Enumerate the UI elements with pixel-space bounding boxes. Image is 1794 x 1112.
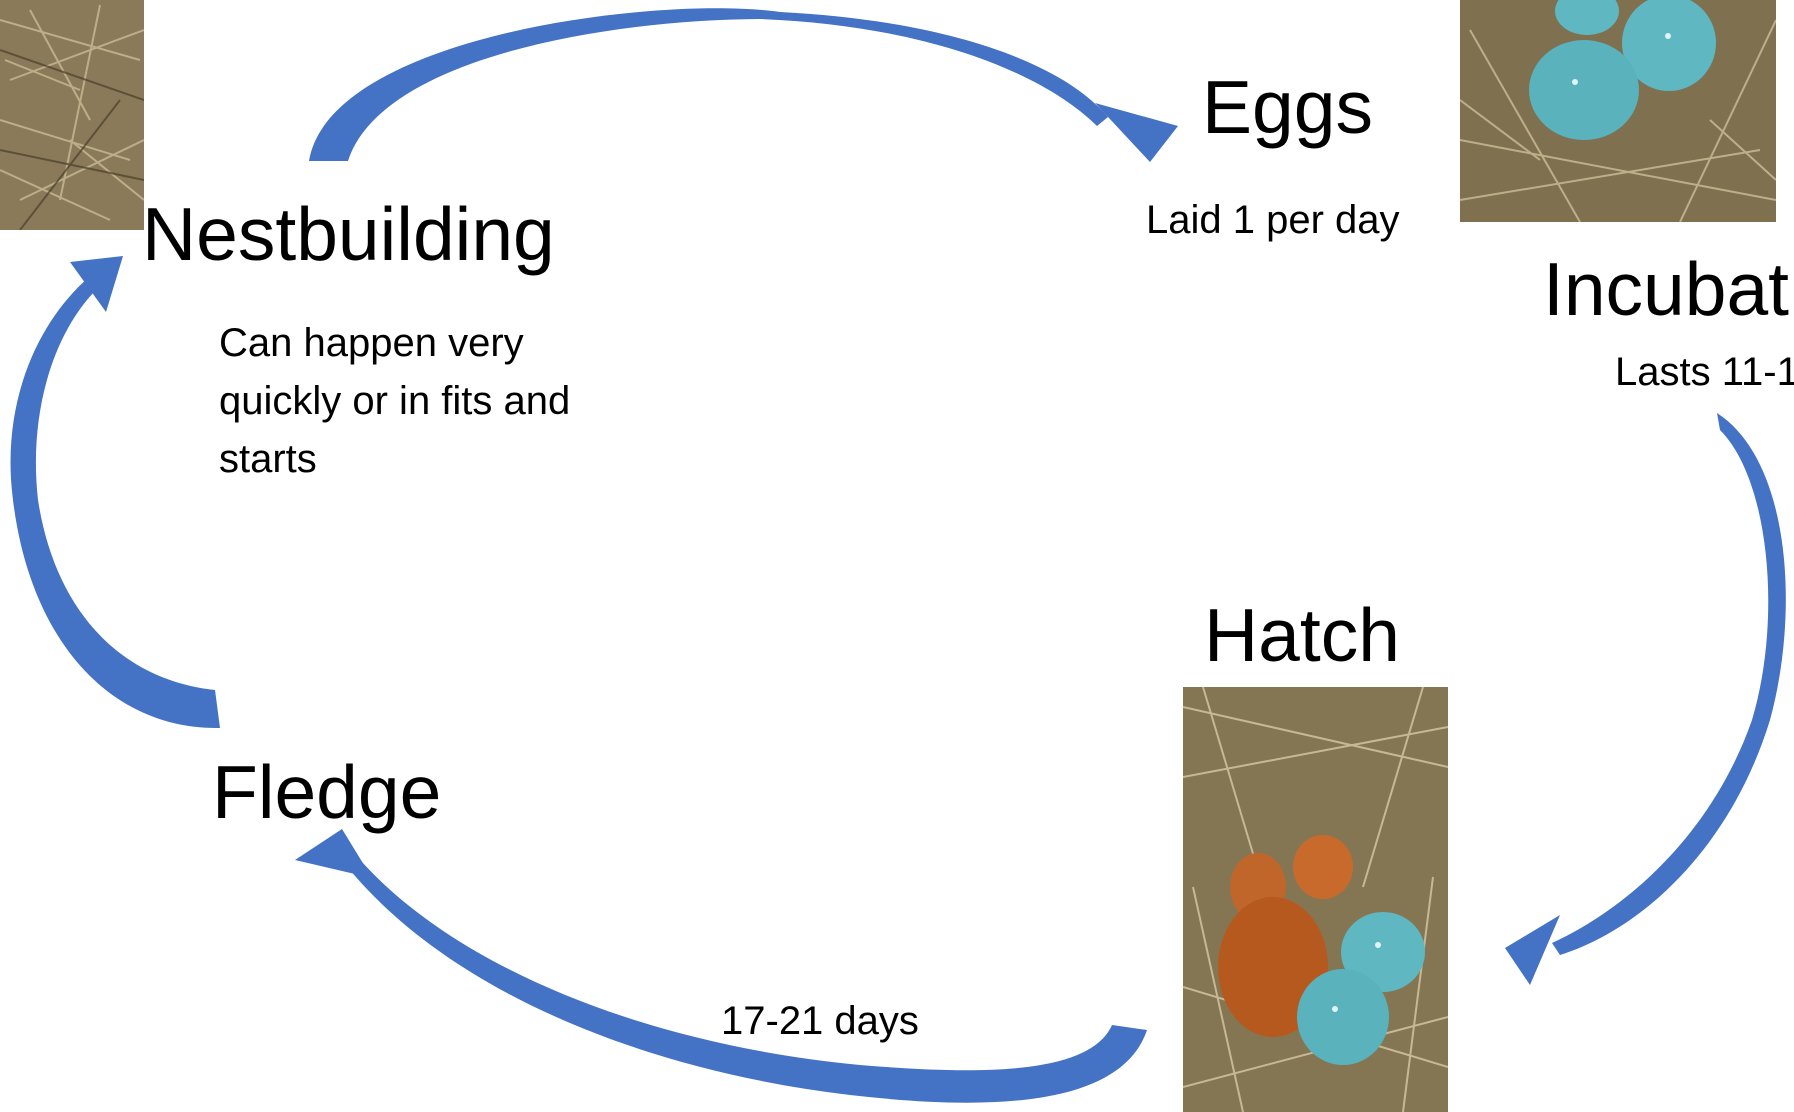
arrow-nest-to-eggs bbox=[309, 8, 1108, 161]
arrow-fledge-to-nest-head bbox=[70, 256, 123, 312]
arrow-incubation-to-hatch bbox=[1552, 413, 1786, 955]
arrow-hatch-to-fledge-head bbox=[295, 829, 372, 878]
arrow-incubation-to-hatch-head bbox=[1505, 915, 1560, 985]
nestbuilding-note: Can happen very quickly or in fits and s… bbox=[219, 321, 571, 481]
arrow-nest-to-eggs-head bbox=[1095, 103, 1178, 162]
nest-photo bbox=[0, 0, 144, 230]
eggs-note: Laid 1 per day bbox=[1146, 198, 1400, 242]
arrow-hatch-to-fledge bbox=[350, 862, 1147, 1103]
nestbuilding-title: Nestbuilding bbox=[142, 192, 555, 276]
hatch-photo bbox=[1183, 687, 1448, 1112]
eggs-photo bbox=[1460, 0, 1776, 222]
fledge-duration: 17-21 days bbox=[721, 999, 919, 1043]
arrow-fledge-to-nest bbox=[10, 278, 220, 729]
hatch-title: Hatch bbox=[1204, 593, 1400, 677]
eggs-title: Eggs bbox=[1202, 65, 1373, 149]
incubation-note: Lasts 11-1 bbox=[1615, 350, 1794, 394]
fledge-title: Fledge bbox=[212, 750, 442, 834]
incubation-title: Incubat bbox=[1543, 247, 1790, 331]
